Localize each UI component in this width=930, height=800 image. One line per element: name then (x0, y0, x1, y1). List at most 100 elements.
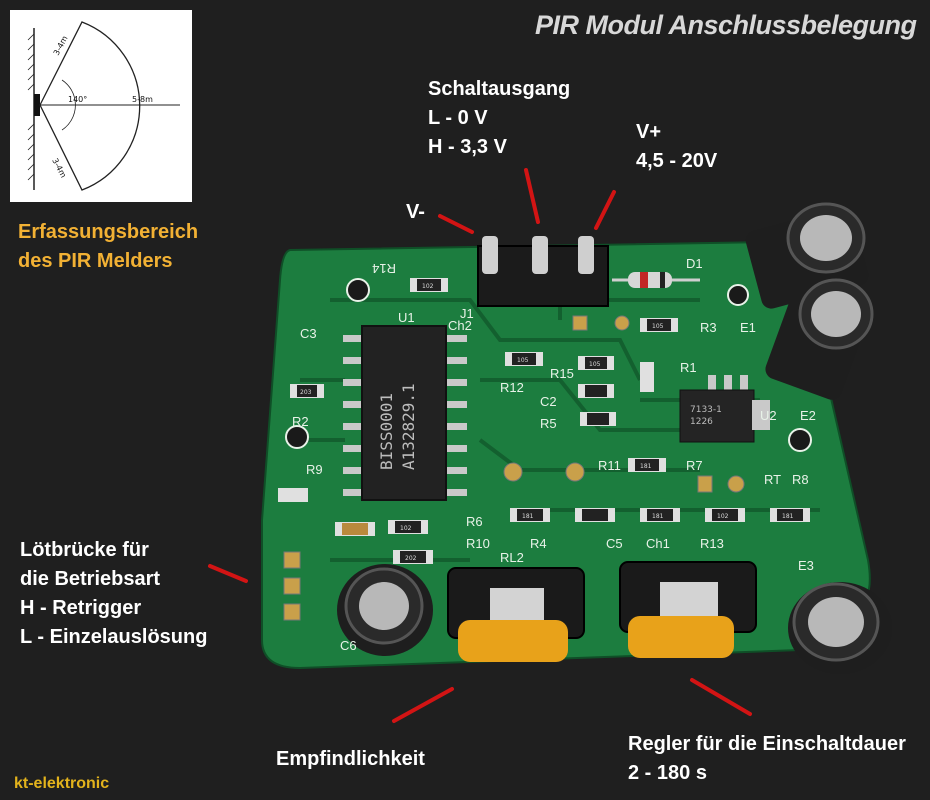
pointer-sensitivity (392, 687, 454, 723)
pointer-output (524, 168, 540, 224)
silk-rt: RT (764, 472, 781, 487)
pin-header (477, 236, 609, 307)
smd-code-9: 102 (400, 525, 412, 532)
range-center-label: 5-8m (132, 95, 153, 104)
label-duration-line-1: Regler für die Einschaltdauer (628, 733, 906, 755)
chip-label-2: A132829.1 (399, 383, 418, 470)
range-lower-label: 3-4m (50, 157, 68, 180)
silk-r4: R4 (530, 536, 547, 551)
pointer-lines (208, 168, 752, 723)
capacitor-c6 (337, 564, 433, 656)
smd-code-6: 181 (652, 513, 664, 520)
label-vminus: V- (406, 201, 425, 223)
page-title: PIR Modul Anschlussbelegung (535, 10, 917, 40)
silk-c5: C5 (606, 536, 623, 551)
label-output-line-2: L - 0 V (428, 107, 488, 129)
range-upper-label: 3-4m (52, 34, 70, 57)
silk-e2: E2 (800, 408, 816, 423)
label-duration: Regler für die Einschaltdauer 2 - 180 s (628, 730, 906, 788)
mounting-hole-right (788, 428, 812, 452)
inset-caption-line-2: des PIR Melders (18, 250, 173, 272)
smd-code-1: 102 (422, 283, 434, 290)
silk-e3: E3 (798, 558, 814, 573)
detection-area-outline (39, 21, 141, 191)
silk-j1: J1 (460, 306, 474, 321)
silk-r14: R14 (372, 261, 396, 276)
inset-caption-line-1: Erfassungsbereich (18, 221, 199, 243)
silk-u1: U1 (398, 310, 415, 325)
silk-r2: R2 (292, 414, 309, 429)
chip-label-1: BISS0001 (377, 393, 396, 470)
silk-r11: R11 (598, 458, 621, 473)
angle-label: 140° (68, 95, 87, 104)
label-sensitivity: Empfindlichkeit (276, 748, 425, 770)
inset-caption: Erfassungsbereich des PIR Melders (18, 218, 198, 276)
silk-r1: R1 (680, 360, 697, 375)
label-duration-line-2: 2 - 180 s (628, 762, 707, 784)
wall-hatching (27, 33, 35, 181)
silk-r13: R13 (700, 536, 724, 551)
capacitor-e2 (765, 278, 874, 400)
biss0001-chip: BISS0001 A132829.1 (343, 325, 467, 501)
sensor-icon (34, 94, 40, 116)
smd-code-7: 102 (717, 513, 729, 520)
smd-code-4: 105 (652, 323, 664, 330)
mounting-hole-left (285, 425, 309, 449)
label-jumper-line-2: die Betriebsart (20, 568, 161, 590)
pointer-vplus (594, 190, 616, 230)
silk-ch2: Ch2 (448, 318, 472, 333)
label-jumper-line-3: H - Retrigger (20, 597, 142, 619)
smd-code-5: 181 (522, 513, 534, 520)
silk-r6: R6 (466, 514, 483, 529)
capacitor-e1 (745, 202, 869, 309)
capacitor-e3 (788, 582, 892, 674)
regulator-label-2: 1226 (690, 417, 713, 427)
mounting-hole-top-right (727, 284, 749, 306)
silk-r12: R12 (500, 380, 524, 395)
smd-code-11: 203 (300, 389, 312, 396)
mounting-hole-top-left (346, 278, 370, 302)
silk-r9: R9 (306, 462, 323, 477)
pcb-traces (300, 298, 820, 562)
silk-u2: U2 (760, 408, 777, 423)
label-output-line-3: H - 3,3 V (428, 136, 507, 158)
label-output: Schaltausgang L - 0 V H - 3,3 V (428, 75, 570, 162)
silkscreen-labels: R14 J1 Ch2 U1 C3 R2 R9 R12 C2 R15 R5 R11… (292, 256, 816, 653)
smd-code-10: 202 (405, 555, 417, 562)
brand-label: kt-elektronic (14, 775, 110, 792)
silk-d1: D1 (686, 256, 703, 271)
silk-c6: C6 (340, 638, 357, 653)
pointer-jumper (208, 564, 248, 583)
silk-c3: C3 (300, 326, 317, 341)
silk-ch1: Ch1 (646, 536, 670, 551)
silk-r3: R3 (700, 320, 717, 335)
smd-components: 102 105 105 105 181 181 102 181 102 202 … (278, 278, 810, 564)
label-vplus-line-1: V+ (636, 121, 662, 143)
label-output-line-1: Schaltausgang (428, 78, 571, 100)
regulator-label-1: 7133-1 (690, 405, 722, 415)
silk-c2: C2 (540, 394, 557, 409)
pcb-body (261, 240, 871, 670)
potentiometer-sensitivity (447, 567, 585, 662)
label-jumper: Lötbrücke für die Betriebsart H - Retrig… (20, 536, 207, 652)
label-vplus: V+ 4,5 - 20V (636, 118, 717, 176)
diode-d1 (612, 272, 700, 288)
silk-r8: R8 (792, 472, 809, 487)
pointer-duration (690, 678, 752, 716)
voltage-regulator: 7133-1 1226 (679, 375, 770, 443)
label-jumper-line-4: L - Einzelauslösung (20, 626, 208, 648)
silk-r15: R15 (550, 366, 574, 381)
silk-e1: E1 (740, 320, 756, 335)
potentiometer-duration (619, 561, 757, 658)
through-hole-pads (283, 315, 745, 621)
silk-rl2: RL2 (500, 550, 524, 565)
smd-code-12: 181 (640, 463, 652, 470)
smd-code-2: 105 (517, 357, 529, 364)
label-vplus-line-2: 4,5 - 20V (636, 150, 718, 172)
detection-range-diagram: 140° 5-8m 3-4m 3-4m (10, 10, 192, 202)
label-jumper-line-1: Lötbrücke für (20, 539, 149, 561)
silk-r7: R7 (686, 458, 703, 473)
pointer-vminus (438, 214, 474, 234)
silk-r5: R5 (540, 416, 557, 431)
smd-code-8: 181 (782, 513, 794, 520)
